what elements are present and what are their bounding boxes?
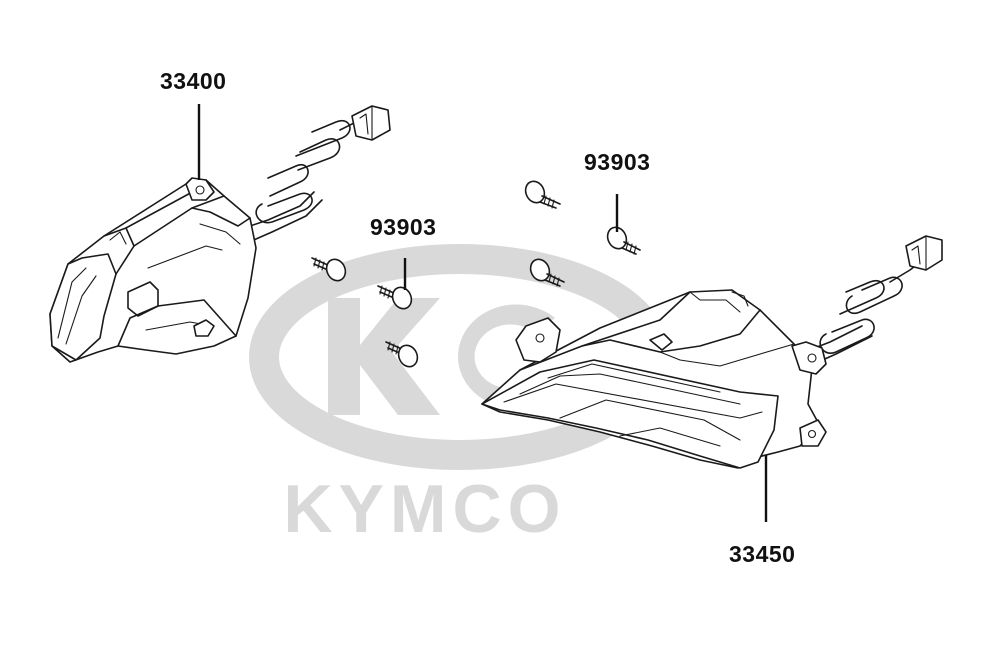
part-number-93903-right: 93903 [584,149,651,175]
watermark-logo-k [328,298,440,415]
right-turn-signal-assembly [481,235,943,469]
part-number-33400: 33400 [160,68,227,94]
screws [311,180,641,368]
part-number-93903-left: 93903 [370,214,437,240]
leader-lines [197,104,768,522]
screw [377,285,413,310]
screw [606,226,641,255]
screw [385,341,419,368]
screw [524,180,561,209]
part-number-33450: 33450 [729,541,796,567]
watermark-brand-text: KYMCO [283,471,566,547]
watermark-logo-c [458,304,555,409]
left-turn-signal-assembly [49,105,391,363]
screw [529,258,565,287]
screw [311,257,347,282]
